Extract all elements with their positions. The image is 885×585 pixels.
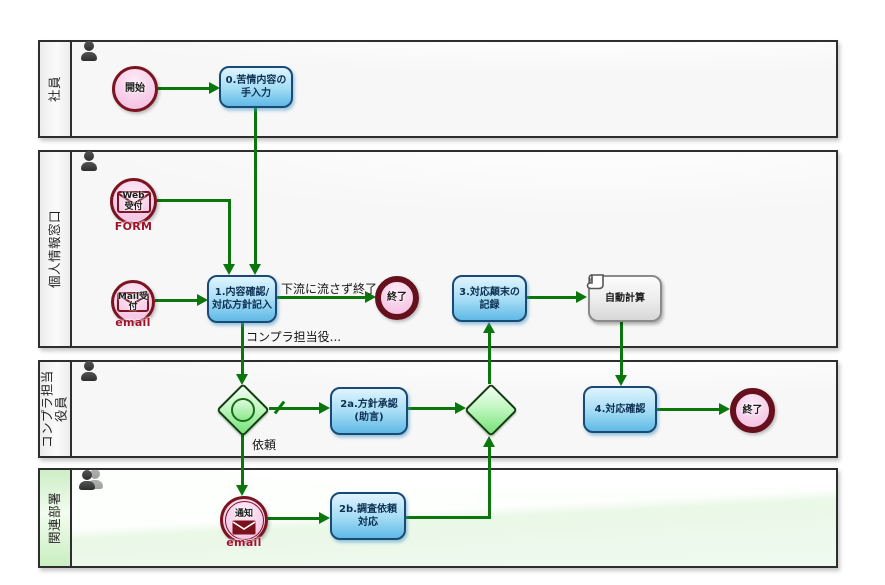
- flow-label-compliance: コンプラ担当役...: [246, 330, 342, 344]
- person-head: [84, 41, 94, 51]
- task-label: 自動計算: [605, 293, 645, 304]
- flow-script-to-task4: [620, 322, 623, 376]
- task-label: 3.対応顛末の 記録: [459, 286, 520, 311]
- person-torso: [81, 162, 97, 171]
- flow-task1-to-end: [277, 296, 366, 299]
- person-head: [90, 469, 100, 479]
- flow-label-request: 依頼: [252, 438, 277, 452]
- arrowhead: [483, 436, 495, 447]
- person-torso: [87, 480, 103, 489]
- arrowhead: [576, 291, 587, 303]
- person-head: [84, 151, 94, 161]
- arrowhead: [483, 322, 495, 333]
- flow-gateway2-to-task3: [488, 333, 491, 384]
- lane-label-text: 社員: [46, 76, 62, 103]
- arrowhead: [209, 82, 220, 94]
- task-1-review[interactable]: 1.内容確認/ 対応方針記入: [207, 275, 277, 323]
- notify-message-event[interactable]: 通知: [220, 496, 268, 544]
- lane-label-text: コンプラ担当役員: [39, 370, 69, 448]
- mail-start-label: Mail受 付: [117, 291, 149, 312]
- task-label: 1.内容確認/ 対応方針記入: [212, 287, 272, 311]
- arrowhead: [615, 375, 627, 386]
- flow-label-terminate: 下流に流さず終了: [281, 282, 378, 296]
- person-icon: [80, 361, 98, 383]
- flow-start-to-task0: [158, 87, 210, 90]
- arrowhead: [223, 264, 235, 275]
- task-2a-approve[interactable]: 2a.方針承認 (助言): [330, 387, 408, 435]
- flow-gateway1-to-task2a: [269, 407, 320, 410]
- task-label: 2b.調査依頼 対応: [339, 504, 397, 528]
- task-3-record[interactable]: 3.対応顛末の 記録: [452, 275, 527, 322]
- arrowhead: [236, 374, 248, 385]
- lane-privacy-desk-label: 個人情報窓口: [40, 152, 72, 346]
- flow-task0-to-task1: [254, 108, 257, 265]
- message-icon: [116, 190, 151, 213]
- task-2b-investigate[interactable]: 2b.調査依頼 対応: [330, 492, 406, 540]
- person-torso: [81, 52, 97, 61]
- script-task-auto-calc[interactable]: 自動計算: [586, 274, 662, 322]
- notify-badge: email: [226, 536, 262, 549]
- flow-gateway1-to-notify: [241, 435, 244, 486]
- flow-task2b-to-gateway2-h: [406, 516, 491, 519]
- notify-label: 通知: [234, 508, 253, 519]
- flow-task4-to-end: [657, 408, 720, 411]
- arrowhead: [365, 291, 376, 303]
- web-start-badge: FORM: [114, 220, 153, 233]
- flow-task2a-to-gateway2: [408, 407, 456, 410]
- arrowhead: [319, 512, 330, 524]
- flow-task1-to-gateway1: [241, 323, 244, 375]
- start-event-label: 開始: [125, 83, 145, 95]
- task-label: 4.対応確認: [594, 404, 646, 415]
- end-event-label: 終了: [387, 292, 407, 304]
- flow-web-to-task1-v: [228, 199, 231, 265]
- task-label: 0.苦情内容の 手入力: [225, 75, 287, 99]
- task-4-confirm[interactable]: 4.対応確認: [583, 386, 657, 433]
- arrowhead: [319, 402, 330, 414]
- start-event[interactable]: 開始: [112, 66, 158, 112]
- web-form-start-event[interactable]: Web 受付: [110, 178, 157, 225]
- person-head: [84, 361, 94, 371]
- mail-start-badge: email: [115, 316, 151, 329]
- group-icon: [78, 470, 96, 492]
- person-torso: [81, 372, 97, 381]
- flow-task3-to-script: [527, 296, 577, 299]
- group-icon-back: [86, 469, 104, 491]
- message-icon: [117, 292, 149, 312]
- lane-related-depts-label: 関連部署: [40, 470, 72, 566]
- flow-mail-to-task1: [155, 299, 198, 302]
- lane-compliance-officer-label: コンプラ担当役員: [40, 362, 72, 456]
- lane-employee-label: 社員: [40, 42, 72, 136]
- flow-web-to-task1-h: [157, 199, 230, 202]
- lane-label-text: 個人情報窓口: [46, 210, 62, 289]
- arrowhead: [455, 402, 466, 414]
- arrowhead: [236, 485, 248, 496]
- filled-message-icon: [232, 520, 256, 535]
- arrowhead: [719, 403, 730, 415]
- person-head: [82, 470, 92, 480]
- web-start-label: Web 受付: [122, 191, 145, 212]
- task-0-manual-entry[interactable]: 0.苦情内容の 手入力: [219, 66, 293, 108]
- end-event-lane3[interactable]: 終了: [730, 388, 775, 433]
- inclusive-gateway-circle: [226, 393, 260, 427]
- person-torso: [79, 481, 95, 490]
- person-icon: [80, 41, 98, 63]
- arrowhead: [197, 294, 208, 306]
- script-icon: [586, 274, 604, 290]
- lane-privacy-desk: 個人情報窓口: [38, 150, 838, 348]
- task-label: 2a.方針承認 (助言): [340, 399, 398, 423]
- lane-label-text: 関連部署: [46, 492, 62, 545]
- end-event-lane2[interactable]: 終了: [375, 276, 419, 320]
- arrowhead: [249, 264, 261, 275]
- mail-start-event[interactable]: Mail受 付: [111, 280, 155, 324]
- intermediate-event-ring: [224, 500, 264, 540]
- person-icon: [80, 151, 98, 173]
- flow-notify-to-task2b: [268, 517, 320, 520]
- end-event-label: 終了: [742, 404, 763, 416]
- flow-task2b-to-gateway2-v: [488, 447, 491, 519]
